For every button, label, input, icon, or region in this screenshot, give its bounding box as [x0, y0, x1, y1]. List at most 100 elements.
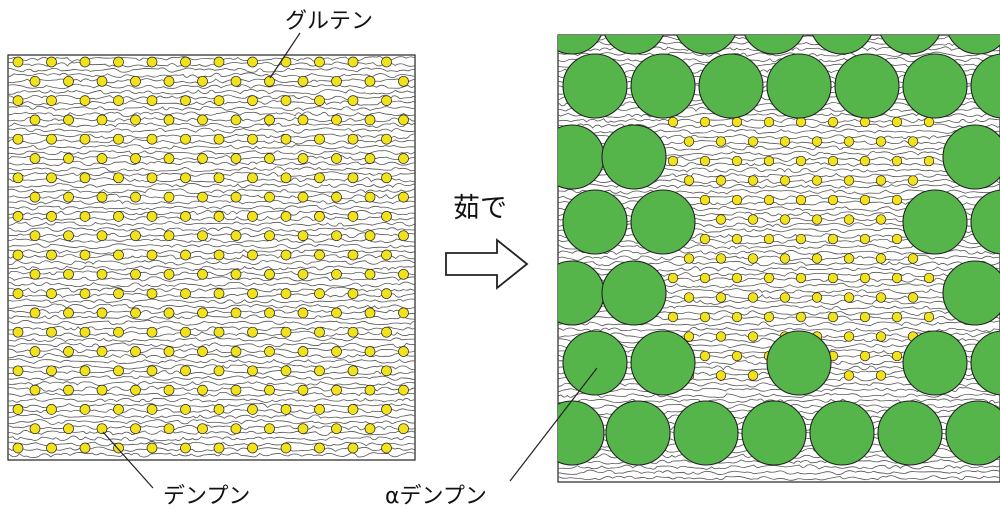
gluten-strand: [8, 381, 415, 387]
starch-granule: [96, 346, 108, 357]
starch-granule: [264, 230, 275, 242]
starch-granule: [731, 311, 743, 323]
starch-granule: [197, 191, 208, 203]
starch-granule: [715, 214, 727, 225]
starch-granule: [683, 175, 695, 186]
starch-granule: [364, 307, 376, 319]
starch-granule: [827, 116, 839, 128]
starch-granule: [398, 307, 409, 319]
alpha-starch-granule: [601, 260, 667, 326]
starch-granule: [381, 211, 392, 222]
starch-granule: [12, 365, 24, 377]
starch-granule: [12, 288, 24, 299]
alpha-starch-granule: [562, 53, 628, 119]
starch-granule: [163, 230, 175, 242]
starch-granule: [331, 307, 342, 319]
starch-granule: [130, 153, 141, 164]
starch-granule: [96, 153, 108, 164]
starch-granule: [230, 75, 242, 87]
starch-granule: [331, 384, 342, 396]
starch-granule: [79, 133, 91, 145]
starch-granule: [811, 136, 823, 147]
gluten-strand: [8, 199, 415, 205]
starch-granule: [667, 272, 679, 284]
gluten-strand: [8, 94, 415, 101]
starch-granule: [381, 288, 392, 299]
starch-granule: [180, 249, 191, 261]
starch-granule: [264, 423, 275, 435]
alpha-starch-granule: [970, 53, 1000, 119]
alpha-starch-granule: [948, 35, 1000, 55]
starch-granule: [314, 365, 325, 377]
starch-granule: [779, 136, 791, 147]
starch-granule: [381, 56, 392, 68]
starch-granule: [364, 268, 376, 280]
starch-granule: [364, 191, 376, 203]
starch-granule: [859, 116, 871, 128]
alpha-starch-granule: [558, 260, 605, 326]
alpha-starch-granule: [741, 400, 807, 466]
starch-granule: [331, 423, 342, 435]
gluten-strand: [8, 342, 415, 348]
gelatinized-starch-granules: [558, 35, 1000, 466]
starch-granule: [381, 326, 392, 338]
starch-granule: [230, 307, 242, 319]
starch-granule: [96, 268, 108, 280]
alpha-starch-granule: [698, 53, 764, 119]
starch-granule: [747, 292, 759, 303]
starch-granule: [146, 404, 158, 415]
starch-granule: [795, 272, 807, 284]
starch-granule: [763, 155, 775, 167]
starch-granule: [146, 95, 158, 106]
starch-granule: [230, 153, 242, 164]
starch-granule: [213, 95, 225, 106]
gluten-leader-line: [269, 32, 301, 79]
starch-granule: [811, 175, 823, 186]
starch-granule: [113, 211, 124, 222]
starch-granule: [923, 116, 935, 128]
starch-granule: [197, 423, 208, 435]
starch-granule: [63, 307, 74, 319]
starch-granule: [46, 95, 57, 106]
starch-granule: [12, 133, 24, 145]
starch-granule: [46, 365, 57, 377]
starch-granule: [280, 95, 292, 106]
starch-granule: [731, 194, 743, 206]
gluten-strand: [8, 358, 415, 365]
starch-granule: [79, 56, 91, 68]
alpha-starch-granule: [902, 189, 968, 255]
starch-granule: [180, 442, 191, 454]
starch-granule: [364, 423, 376, 435]
starch-granule: [667, 155, 679, 167]
starch-granule: [46, 404, 57, 415]
starch-granule: [381, 249, 392, 261]
gluten-strand: [8, 298, 415, 304]
starch-granule: [247, 404, 258, 415]
starch-granule: [146, 172, 158, 184]
starch-granule: [79, 365, 91, 377]
starch-granule: [12, 249, 24, 261]
starch-granule: [197, 268, 208, 280]
starch-granule: [297, 153, 309, 164]
starch-granule: [891, 350, 903, 362]
alpha-starch-granule: [766, 53, 832, 119]
starch-granule: [280, 211, 292, 222]
starch-granule: [731, 233, 743, 245]
starch-granule: [146, 442, 158, 454]
starch-granule: [247, 95, 258, 106]
starch-granule: [699, 350, 711, 362]
starch-granule: [875, 331, 887, 342]
starch-granule: [180, 172, 191, 184]
starch-granule: [683, 136, 695, 147]
starch-granule: [398, 75, 409, 87]
starch-granule: [180, 95, 191, 106]
starch-granule: [96, 191, 108, 203]
alpha-starch-granule: [604, 35, 664, 55]
starch-granule: [811, 214, 823, 225]
starch-granule: [146, 326, 158, 338]
starch-granule: [859, 233, 871, 245]
starch-granule: [280, 288, 292, 299]
starch-granule: [364, 153, 376, 164]
starch-granule: [163, 153, 175, 164]
gluten-strand: [558, 254, 1000, 261]
